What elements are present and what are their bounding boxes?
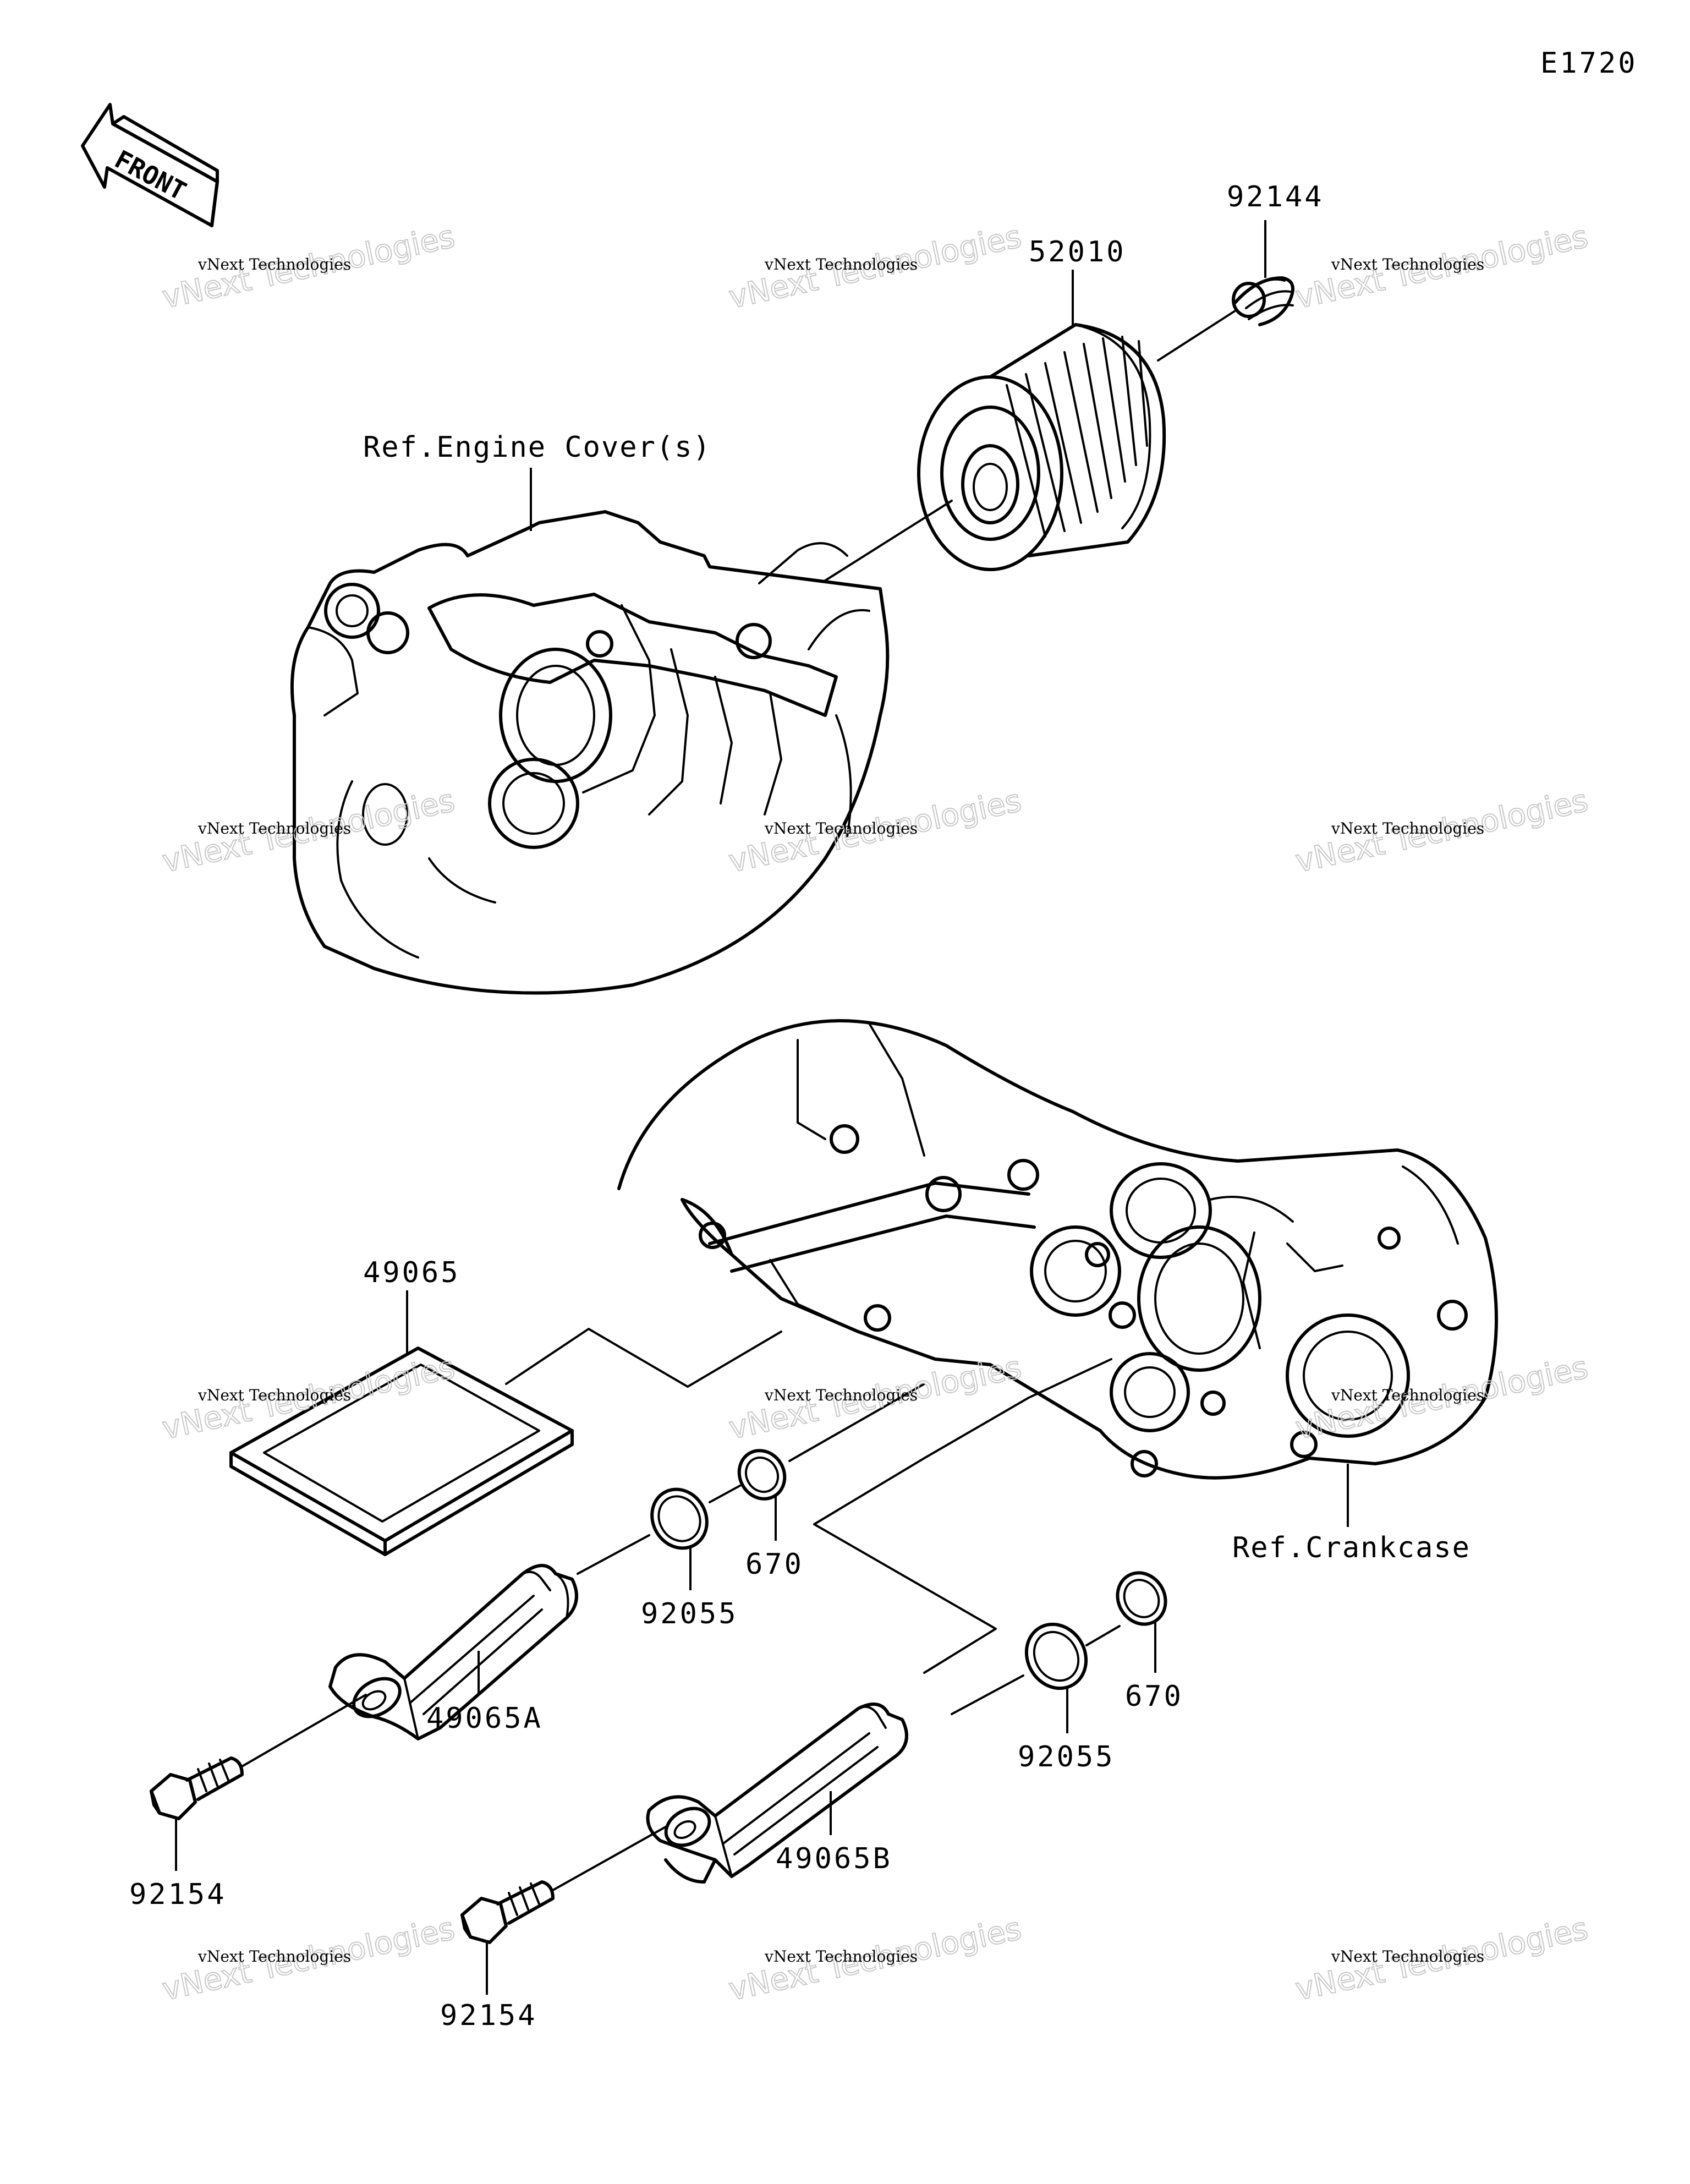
svg-text:vNext Technologies: vNext Technologies [764, 255, 918, 273]
engine-cover-icon [290, 510, 890, 995]
watermark: vNext Technologies vNext Technologies [1292, 1911, 1592, 2008]
svg-text:vNext Technologies: vNext Technologies [1331, 1386, 1484, 1404]
label-strainer-b: 49065B [776, 1842, 892, 1875]
watermark: vNext Technologies vNext Technologies [158, 218, 458, 316]
o-ring-large-b-icon [1024, 1622, 1088, 1690]
svg-text:vNext Technologies: vNext Technologies [764, 819, 918, 838]
label-spring: 92144 [1227, 180, 1324, 214]
oil-filter-icon [917, 323, 1166, 571]
bolt-a-icon [150, 1756, 244, 1820]
svg-text:vNext Technologies: vNext Technologies [764, 1947, 918, 1966]
watermark: vNext Technologies vNext Technologies [158, 1911, 458, 2008]
svg-text:vNext Technologies: vNext Technologies [1331, 255, 1484, 273]
strainer-a-icon [328, 1564, 578, 1740]
svg-text:vNext Technologies: vNext Technologies [197, 1947, 351, 1966]
svg-text:vNext Technologies: vNext Technologies [197, 819, 351, 838]
watermark: vNext Technologies vNext Technologies [1292, 1349, 1592, 1447]
spring-icon [1232, 276, 1294, 326]
label-gasket: 49065 [363, 1256, 460, 1289]
label-bolt-a: 92154 [129, 1878, 227, 1911]
label-oil-filter: 52010 [1029, 236, 1126, 269]
diagram-code: E1720 [1540, 47, 1638, 80]
watermark: vNext Technologies vNext Technologies [158, 782, 458, 880]
crankcase-icon [617, 1019, 1498, 1480]
watermark: vNext Technologies vNext Technologies [1292, 782, 1592, 880]
label-o-ring-small-b: 670 [1125, 1680, 1183, 1713]
front-label: FRONT [110, 144, 191, 206]
strainer-b-icon [646, 1703, 908, 1884]
o-ring-large-a-icon [650, 1487, 709, 1550]
svg-text:vNext Technologies: vNext Technologies [1331, 1947, 1484, 1966]
watermark: vNext Technologies vNext Technologies [1292, 218, 1592, 316]
gasket-icon [229, 1346, 574, 1556]
svg-text:vNext Technologies: vNext Technologies [197, 255, 351, 273]
label-o-ring-large-b: 92055 [1018, 1740, 1115, 1774]
svg-text:vNext Technologies: vNext Technologies [197, 1386, 351, 1404]
watermark: vNext Technologies vNext Technologies [725, 1911, 1025, 2008]
watermark: vNext Technologies vNext Technologies [158, 1349, 458, 1447]
o-ring-small-b-icon [1116, 1571, 1167, 1626]
o-ring-small-a-icon [737, 1449, 787, 1501]
label-o-ring-small-a: 670 [745, 1548, 804, 1581]
front-arrow-icon: FRONT [81, 103, 219, 227]
svg-text:vNext Technologies: vNext Technologies [764, 1386, 918, 1404]
label-strainer-a: 49065A [426, 1702, 543, 1735]
bolt-b-icon [460, 1880, 555, 1944]
label-engine-cover: Ref.Engine Cover(s) [363, 431, 711, 464]
svg-text:vNext Technologies: vNext Technologies [1331, 819, 1484, 838]
watermark: vNext Technologies vNext Technologies [725, 218, 1025, 316]
label-crankcase: Ref.Crankcase [1232, 1531, 1470, 1564]
watermark-group: vNext Technologies vNext Technologies vN… [158, 218, 1592, 2008]
watermark: vNext Technologies vNext Technologies [725, 1349, 1025, 1447]
label-o-ring-large-a: 92055 [641, 1597, 738, 1630]
label-bolt-b: 92154 [440, 1999, 537, 2032]
